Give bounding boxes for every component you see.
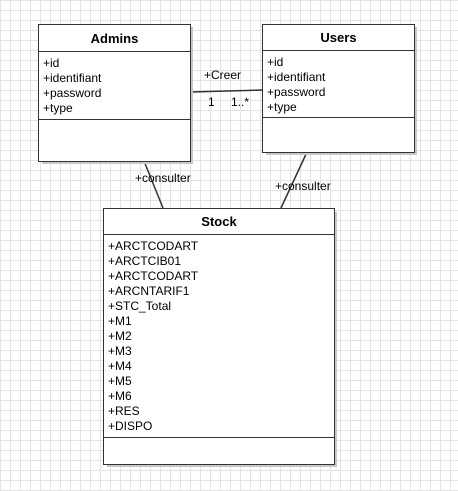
attribute: +id <box>43 56 60 70</box>
attribute: +id <box>267 55 284 69</box>
relation-line-users-stock <box>280 151 308 209</box>
attribute: +ARCNTARIF1 <box>108 284 190 298</box>
attribute: +password <box>43 86 102 100</box>
class-stock-attributes: +ARCTCODART +ARCTCIB01 +ARCTCODART +ARCN… <box>104 235 334 438</box>
attribute: +ARCTCODART <box>108 239 199 253</box>
attribute: +identifiant <box>43 71 102 85</box>
attribute: +M2 <box>108 329 132 343</box>
multiplicity-target: 1..* <box>231 95 250 109</box>
attribute: +STC_Total <box>108 299 172 313</box>
attribute: +ARCTCODART <box>108 269 199 283</box>
class-admins-attributes: +id +identifiant +password +type <box>39 52 190 120</box>
attribute: +ARCTCIB01 <box>108 254 182 268</box>
attribute: +M1 <box>108 314 132 328</box>
attribute: +type <box>267 100 297 114</box>
attribute: +M6 <box>108 389 132 403</box>
attribute: +RES <box>108 404 140 418</box>
class-stock[interactable]: Stock +ARCTCODART +ARCTCIB01 +ARCTCODART… <box>103 208 335 465</box>
attribute: +M4 <box>108 359 132 373</box>
class-admins-title: Admins <box>39 25 190 52</box>
attribute: +M3 <box>108 344 132 358</box>
relation-line-admins-stock <box>143 160 164 209</box>
attribute: +identifiant <box>267 70 326 84</box>
attribute: +password <box>267 85 326 99</box>
class-stock-title: Stock <box>104 209 334 235</box>
attribute: +M5 <box>108 374 132 388</box>
multiplicity-source: 1 <box>208 95 215 109</box>
class-users-title: Users <box>263 25 414 51</box>
relation-label-admins-consulter: +consulter <box>135 171 191 185</box>
relation-label-creer: +Creer <box>204 68 242 82</box>
attribute: +type <box>43 101 73 115</box>
attribute: +DISPO <box>108 419 153 433</box>
relation-line-creer <box>190 89 264 93</box>
class-users[interactable]: Users +id +identifiant +password +type <box>262 24 415 153</box>
class-admins[interactable]: Admins +id +identifiant +password +type <box>38 24 191 162</box>
class-users-attributes: +id +identifiant +password +type <box>263 51 414 118</box>
relation-label-users-consulter: +consulter <box>275 179 331 193</box>
